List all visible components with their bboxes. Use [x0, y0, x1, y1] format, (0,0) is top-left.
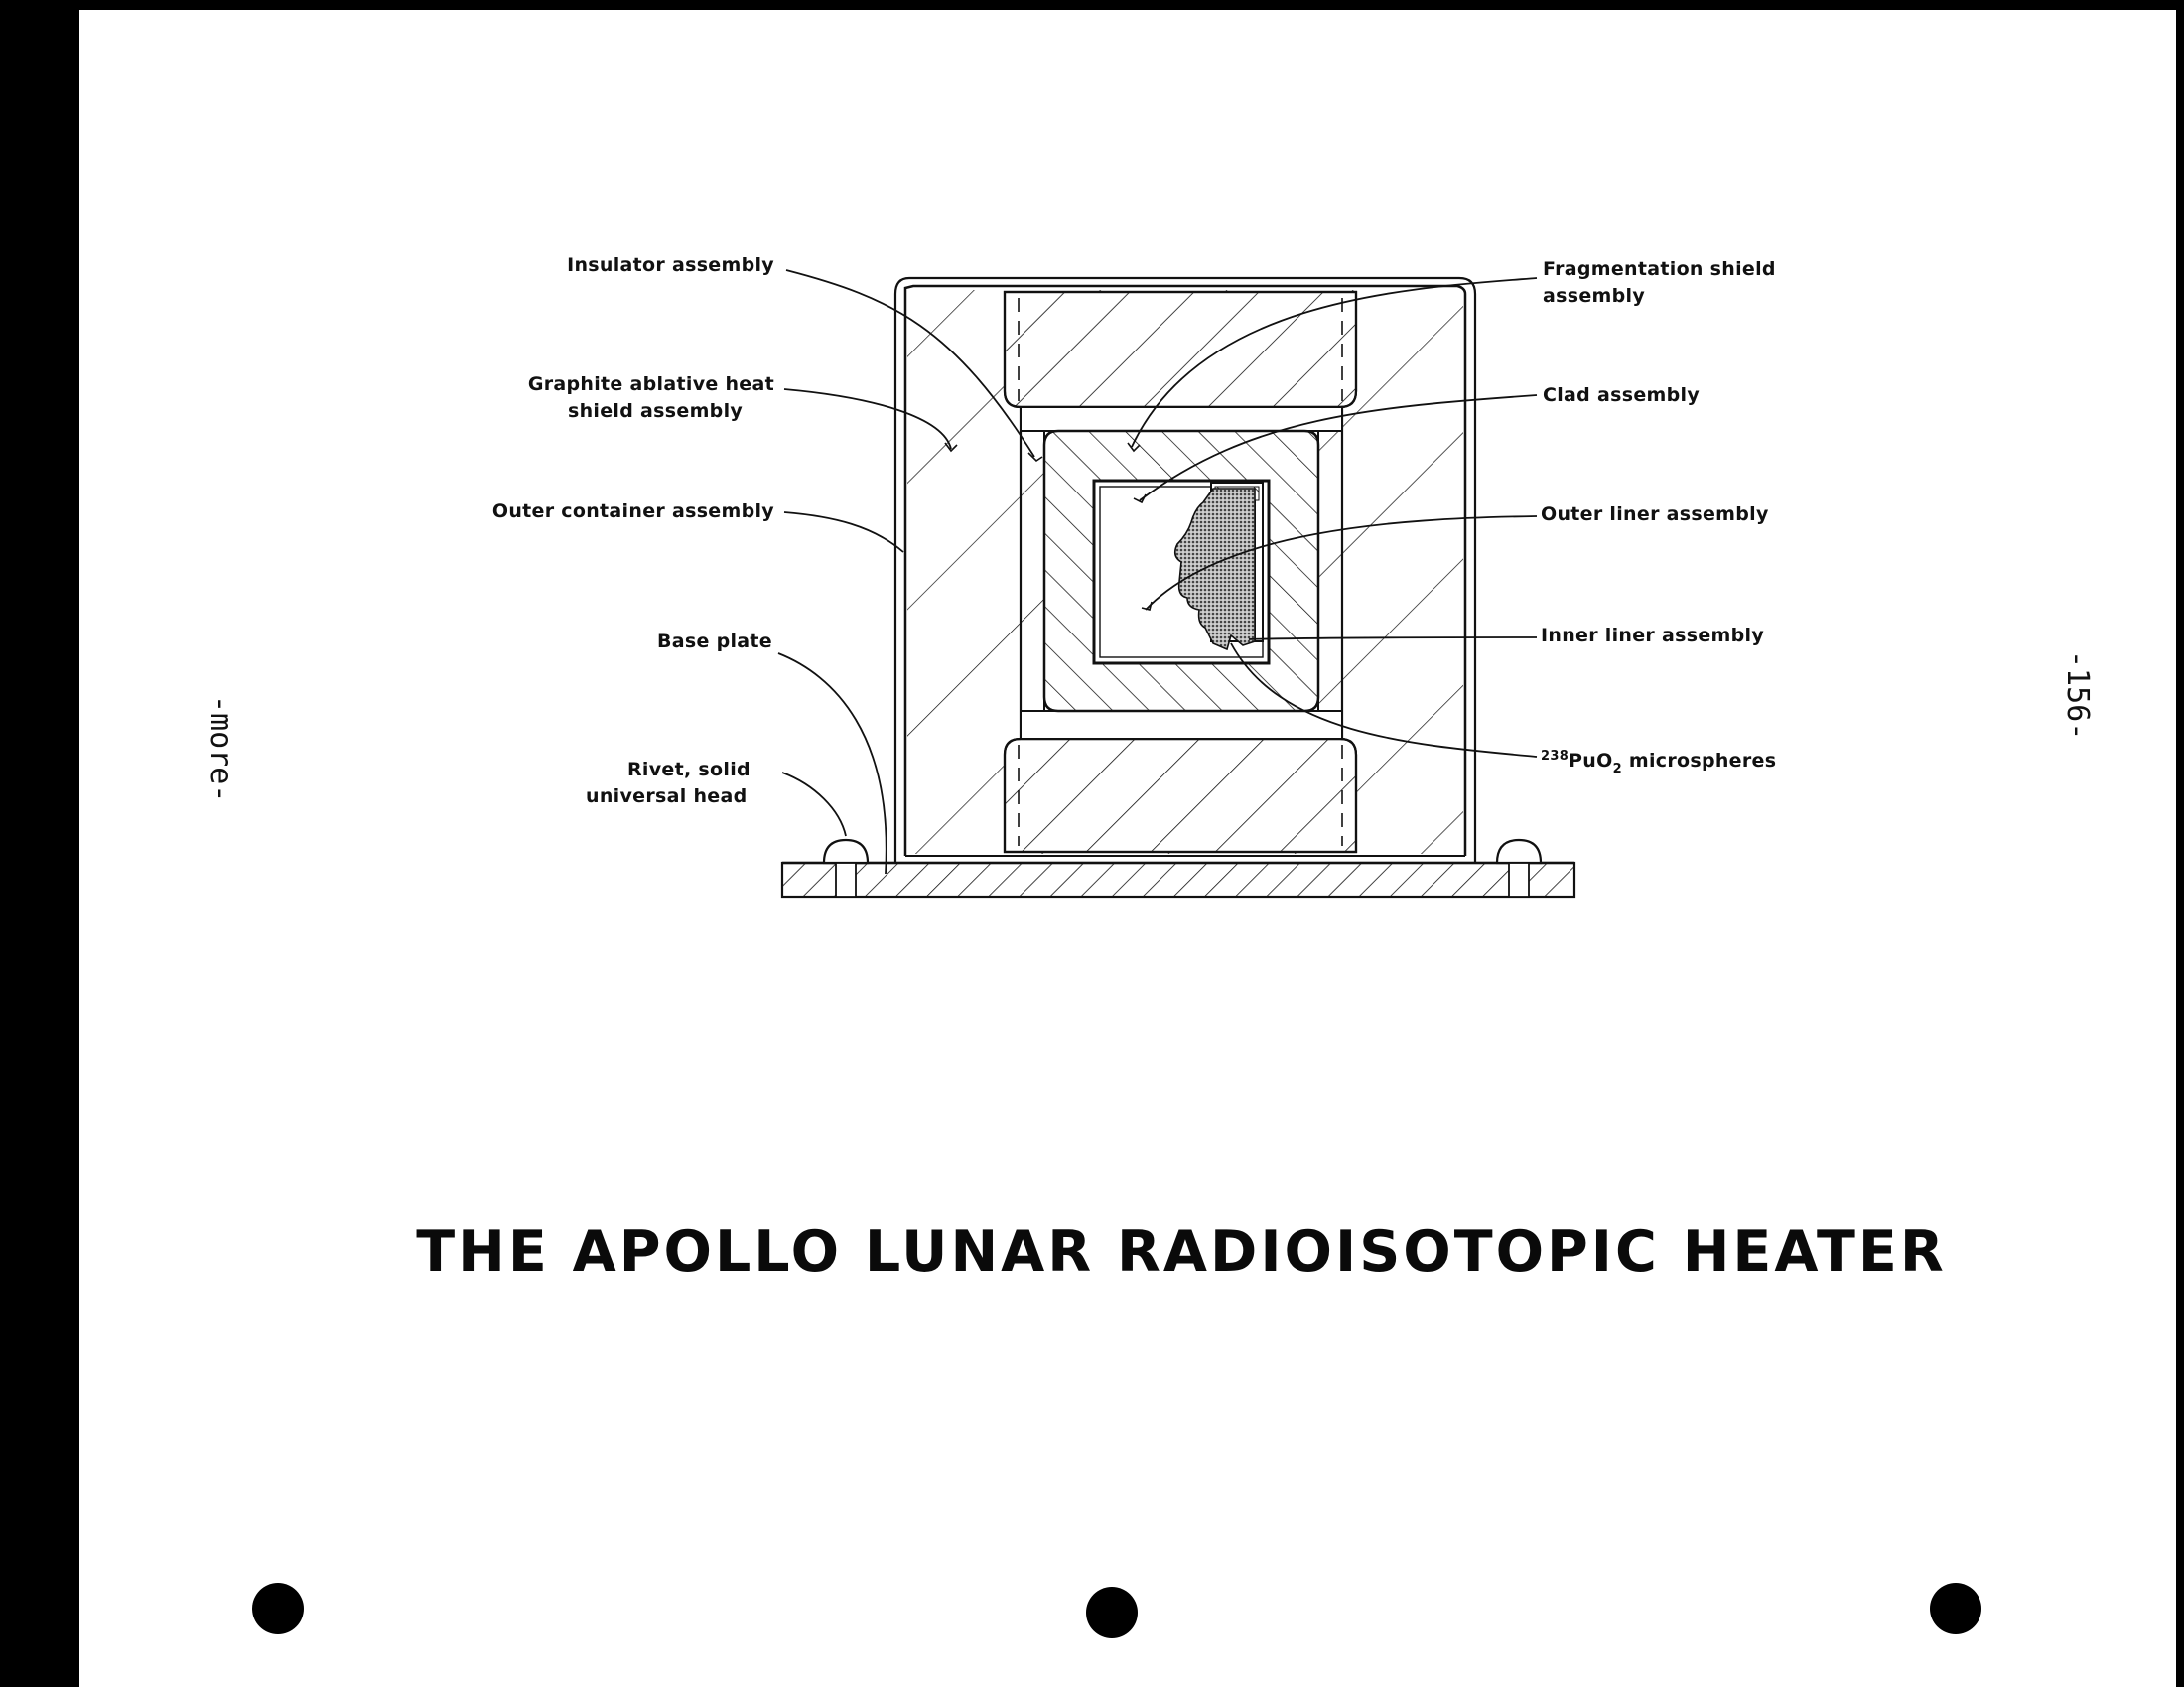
scan-border-right [2176, 0, 2184, 1687]
scan-border-top [0, 0, 2184, 10]
outer-container-shape [893, 276, 1477, 863]
leader-base-plate [777, 652, 887, 875]
leader-outer-liner [1145, 515, 1538, 611]
binder-hole-left [252, 1583, 304, 1634]
leader-microspheres [1230, 642, 1538, 758]
leader-clad [1139, 394, 1538, 501]
leader-insulator [785, 269, 1035, 458]
label-inner-liner-assembly: Inner liner assembly [1541, 625, 1765, 646]
leader-fragmentation [1131, 277, 1538, 448]
binder-hole-center [1086, 1587, 1138, 1638]
label-pu-superscript: 238 [1541, 749, 1570, 764]
base-plate-shape [780, 861, 1576, 899]
leader-lines [777, 269, 1538, 875]
top-plug-shape [1003, 290, 1358, 409]
label-clad-assembly: Clad assembly [1543, 384, 1701, 406]
label-outer-container: Outer container assembly [491, 500, 774, 522]
rivet-left-shape [822, 838, 870, 898]
label-fragmentation-line1: Fragmentation shield [1543, 258, 1776, 280]
leader-rivet [781, 772, 847, 837]
label-graphite-line2: shield assembly [568, 400, 744, 422]
label-rivet-line2: universal head [586, 785, 748, 807]
label-graphite-line1: Graphite ablative heat [527, 373, 774, 395]
fuel-microspheres-shape [1173, 488, 1256, 651]
label-insulator-assembly: Insulator assembly [567, 254, 774, 276]
page-title: THE APOLLO LUNAR RADIOISOTOPIC HEATER [416, 1219, 1947, 1285]
leader-outer-container [783, 511, 904, 553]
binder-hole-right [1930, 1583, 1981, 1634]
label-rivet-line1: Rivet, solid [627, 759, 751, 780]
label-pu-main: PuO [1569, 750, 1613, 772]
label-fragmentation-shield: Fragmentation shield assembly [1543, 256, 1801, 310]
label-pu-subscript: 2 [1612, 762, 1622, 776]
leader-graphite [783, 388, 952, 450]
label-base-plate: Base plate [656, 631, 772, 652]
label-graphite-heat-shield: Graphite ablative heat shield assembly [516, 371, 774, 425]
label-microspheres: 238PuO2 microspheres [1541, 743, 1776, 782]
label-outer-liner-assembly: Outer liner assembly [1541, 503, 1769, 525]
scan-border-left [0, 0, 79, 1687]
bottom-plug-shape [1003, 737, 1358, 854]
label-rivet: Rivet, solid universal head [586, 757, 784, 810]
rivet-right-shape [1495, 838, 1543, 898]
label-pu-rest: microspheres [1628, 750, 1777, 772]
leader-inner-liner [1248, 636, 1538, 640]
label-fragmentation-line2: assembly [1543, 285, 1646, 307]
